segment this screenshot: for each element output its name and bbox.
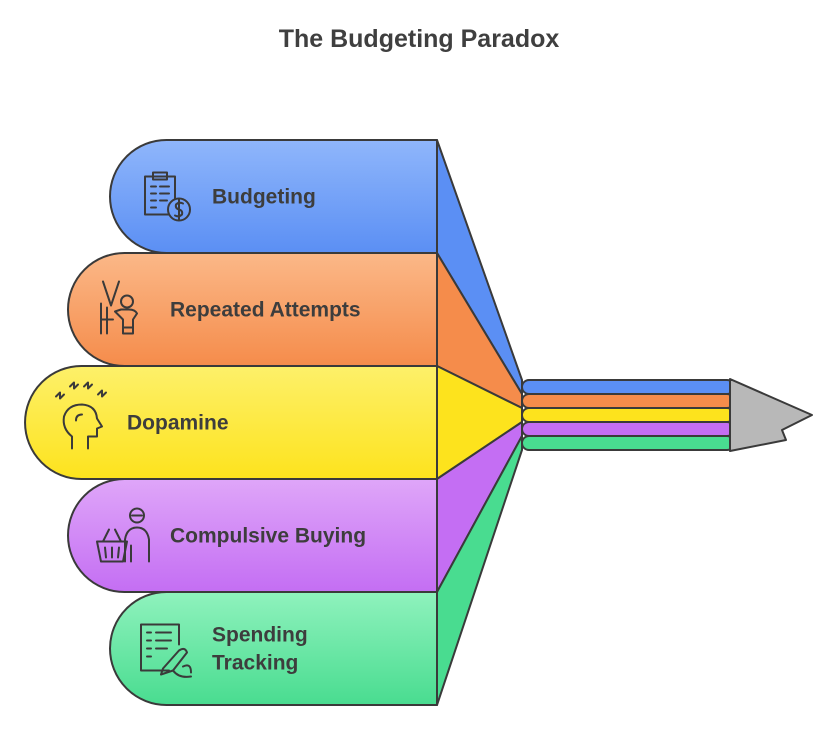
pencil bbox=[521, 378, 813, 452]
pencil-strands bbox=[521, 379, 735, 451]
list-writing-icon bbox=[140, 623, 192, 678]
person-basket-icon bbox=[96, 507, 150, 563]
pencil-strand-5 bbox=[521, 435, 735, 451]
head-sparks-icon bbox=[55, 381, 107, 450]
category-block-3 bbox=[24, 365, 438, 480]
category-label-line: Tracking bbox=[212, 652, 298, 675]
pencil-strand-2 bbox=[521, 393, 735, 409]
category-label-3: Dopamine bbox=[127, 412, 229, 435]
person-climbing-icon bbox=[100, 280, 138, 335]
diagram-title: The Budgeting Paradox bbox=[279, 25, 560, 53]
pencil-strand-3 bbox=[521, 407, 735, 423]
pencil-tip bbox=[729, 378, 813, 452]
category-label-4: Compulsive Buying bbox=[170, 525, 366, 548]
pencil-strand-4 bbox=[521, 421, 735, 437]
category-label-line: Budgeting bbox=[212, 186, 316, 209]
category-block-2 bbox=[67, 252, 438, 367]
category-block-1 bbox=[109, 139, 438, 254]
category-block-4 bbox=[67, 478, 438, 593]
category-icons bbox=[55, 171, 192, 678]
category-label-1: Budgeting bbox=[212, 186, 316, 209]
category-blocks bbox=[24, 139, 438, 706]
category-label-line: Spending bbox=[212, 624, 308, 647]
category-label-line: Compulsive Buying bbox=[170, 525, 366, 548]
pencil-strand-1 bbox=[521, 379, 735, 395]
category-label-2: Repeated Attempts bbox=[170, 299, 361, 322]
category-label-line: Repeated Attempts bbox=[170, 299, 361, 322]
category-label-line: Dopamine bbox=[127, 412, 229, 435]
fan-wedges bbox=[436, 139, 523, 706]
clipboard-dollar-icon bbox=[144, 171, 191, 222]
